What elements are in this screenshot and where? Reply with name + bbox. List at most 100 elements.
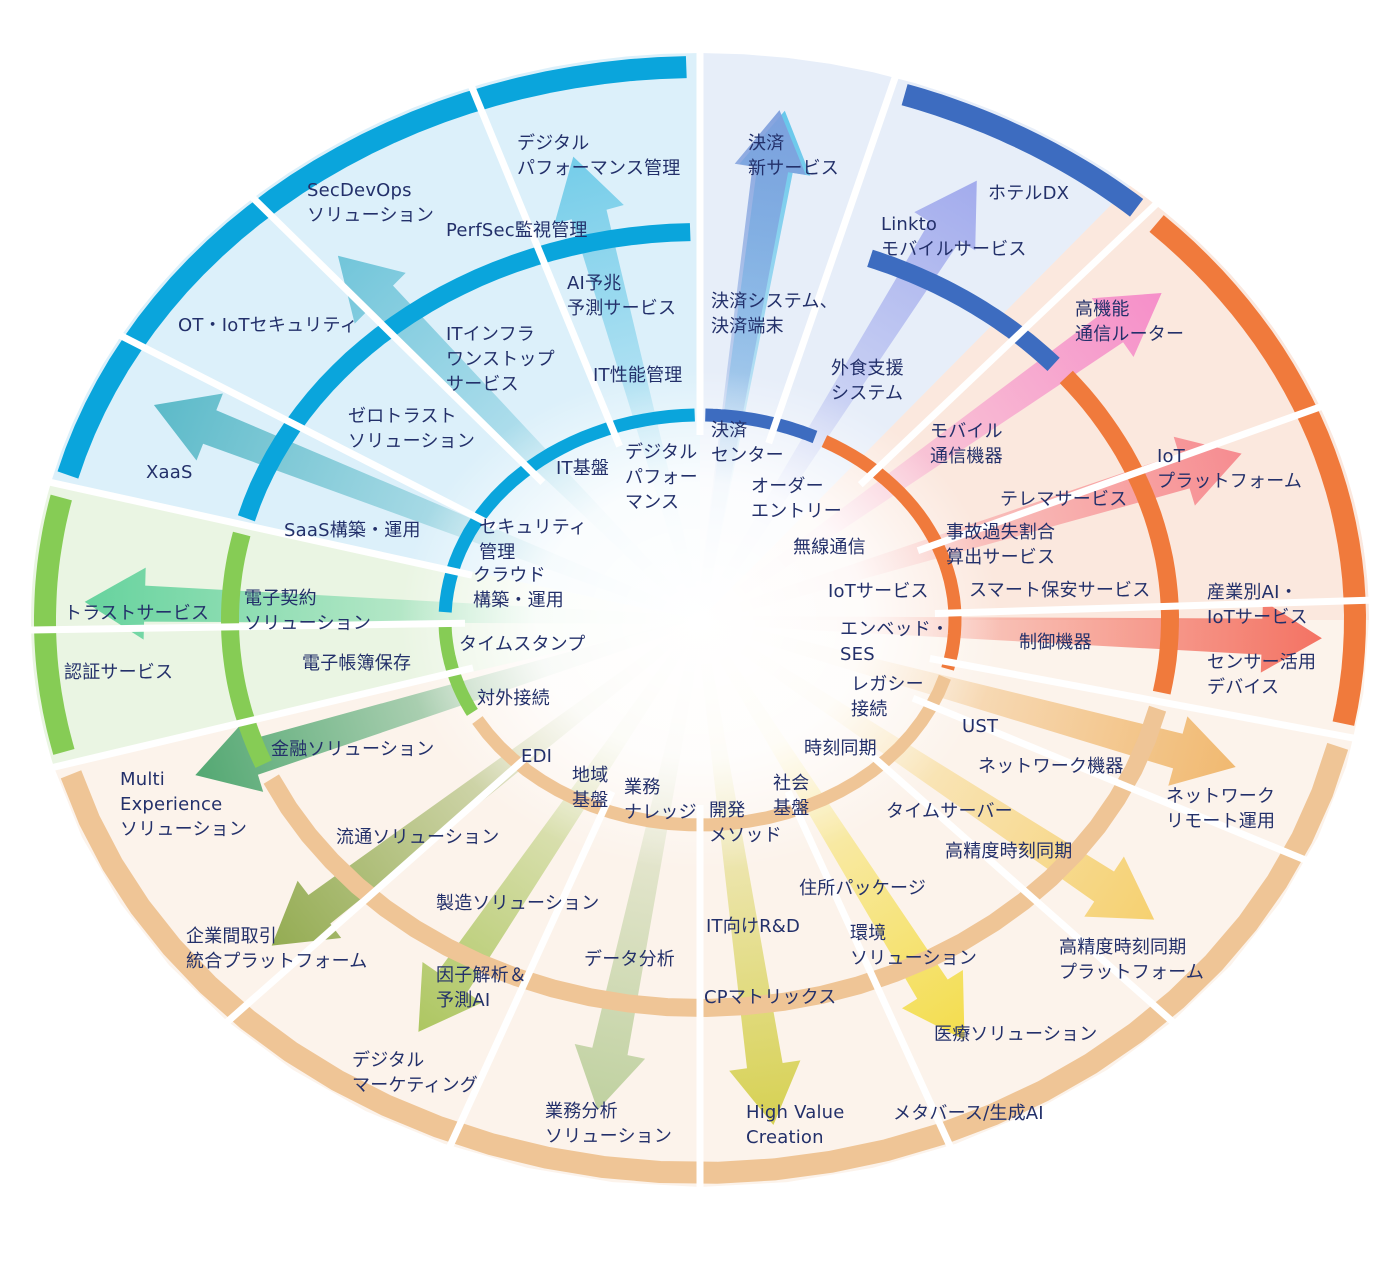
label-iot-service: IoTサービス [828, 581, 929, 602]
separator-4 [934, 596, 1385, 617]
label-seizo: 製造ソリューション [436, 893, 600, 914]
sector-separators [15, 37, 1385, 1203]
label-network-kiki: ネットワーク機器 [978, 756, 1124, 777]
label-ryutsu: 流通ソリューション [336, 827, 500, 848]
label-koseido-platform: 高精度時刻同期 プラットフォーム [1059, 937, 1205, 983]
ring-1-arc-navy [705, 408, 818, 444]
label-secdevops: SecDevOps ソリューション [307, 180, 435, 226]
label-trust-service: トラストサービス [64, 603, 210, 624]
ring-1-arc-blue [438, 408, 695, 613]
label-smart-hoan: スマート保安サービス [969, 580, 1151, 601]
label-kankyo: 環境 ソリューション [850, 923, 978, 969]
separator-7 [863, 748, 1187, 1035]
label-security-kanri: セキュリティ 管理 [479, 517, 588, 563]
label-koseido-doki: 高精度時刻同期 [945, 841, 1073, 862]
label-taigai-setsuzoku: 対外接続 [477, 688, 550, 709]
ring-1-arc-green [438, 620, 478, 716]
label-linkto: Linkto モバイルサービス [881, 214, 1027, 260]
label-network-remote: ネットワーク リモート運用 [1166, 786, 1276, 832]
label-metaverse: メタバース/生成AI [893, 1103, 1044, 1124]
label-ai-yocho: AI予兆 予測サービス [567, 273, 677, 319]
ring-1-arc-orange [821, 435, 962, 671]
separator-8 [784, 790, 960, 1162]
ring-2-arc-navy [867, 249, 1060, 372]
label-time-server: タイムサーバー [886, 801, 1013, 822]
label-it-rd: IT向けR&D [706, 916, 801, 937]
label-ot-iot-security: OT・IoTセキュリティ [178, 315, 358, 336]
label-timestamp: タイムスタンプ [459, 634, 586, 655]
label-shakai-kiban: 社会 基盤 [773, 773, 810, 819]
ring-1-arc-peach [472, 674, 951, 832]
label-xaas: XaaS [146, 462, 193, 483]
separator-2 [857, 191, 1170, 488]
label-jiko-kashitsu: 事故過失割合 算出サービス [946, 522, 1056, 568]
label-ust: UST [962, 716, 999, 737]
label-embedded: エンベッド・ SES [840, 619, 950, 665]
label-kigyokan: 企業間取引 統合プラットフォーム [186, 926, 368, 972]
label-data-bunseki: データ分析 [584, 949, 675, 970]
label-cp-matrix: CPマトリックス [704, 987, 837, 1008]
label-musen: 無線通信 [793, 537, 866, 558]
label-denshi-chobo: 電子帳簿保存 [302, 653, 412, 674]
center-highlight [400, 370, 1000, 870]
label-iryo: 医療ソリューション [934, 1024, 1098, 1045]
label-legacy: レガシー 接続 [851, 674, 924, 720]
label-kinyu: 金融ソリューション [271, 739, 435, 760]
label-inshi-kaiseki: 因子解析＆ 予測AI [436, 965, 527, 1011]
label-zero-trust: ゼロトラスト ソリューション [348, 406, 476, 452]
separator-10 [440, 790, 616, 1162]
label-jikoku-doki: 時刻同期 [804, 738, 877, 759]
label-jusho-package: 住所パッケージ [799, 878, 927, 899]
label-iot-platform: IoT プラットフォーム [1157, 446, 1303, 492]
separator-1 [765, 61, 904, 445]
label-order-entry: オーダー エントリー [751, 476, 842, 522]
label-denshi-keiyaku: 電子契約 ソリューション [244, 588, 372, 634]
ring-2-arc-green [220, 531, 272, 768]
label-kessai-center: 決済 センター [711, 420, 784, 466]
separator-13 [15, 619, 466, 634]
label-perfsec: PerfSec監視管理 [446, 220, 588, 241]
ring-2-arc-blue [237, 223, 691, 522]
ring-3-arc-green [34, 494, 75, 755]
ring-2-arc-peach [263, 705, 1167, 1018]
label-gaishoku: 外食支援 システム [831, 358, 904, 404]
ring-3-arc-peach [60, 742, 1349, 1184]
separator-14 [34, 475, 473, 579]
label-koukinou-router: 高機能 通信ルーター [1075, 299, 1185, 345]
label-kaihatsu-method: 開発 メソッド [709, 800, 782, 846]
label-high-value: High Value Creation [746, 1102, 845, 1148]
label-digital-perf-kanri: デジタル パフォーマンス管理 [517, 133, 681, 179]
label-digital-performance: デジタル パフォー マンス [625, 442, 698, 513]
label-hotel-dx: ホテルDX [988, 183, 1070, 204]
label-chiiki-kiban: 地域 基盤 [572, 765, 609, 811]
label-it-infra: ITインフラ ワンストップ サービス [446, 324, 555, 395]
label-saas: SaaS構築・運用 [284, 520, 421, 541]
label-sangyo-ai: 産業別AI・ IoTサービス [1207, 582, 1308, 628]
separator-17 [462, 70, 623, 448]
label-digital-marketing: デジタル マーケティング [352, 1050, 478, 1096]
separator-16 [239, 184, 546, 485]
label-kessai-shin: 決済 新サービス [748, 133, 839, 179]
label-sensor: センサー活用 デバイス [1207, 652, 1317, 698]
label-gyomu-bunseki: 業務分析 ソリューション [545, 1101, 673, 1147]
label-ninsho: 認証サービス [64, 662, 174, 683]
ring-3-arc-orange [1149, 215, 1367, 726]
label-it-seino: IT性能管理 [593, 365, 683, 386]
label-it-kiban: IT基盤 [556, 458, 610, 479]
ring-2-arc-orange [1059, 370, 1180, 695]
ring-3-arc-blue [57, 56, 687, 479]
label-telema: テレマサービス [1000, 489, 1128, 510]
label-edi: EDI [521, 746, 553, 767]
label-gyomu-knowledge: 業務 ナレッジ [624, 777, 697, 823]
label-multi-experience: Multi Experience ソリューション [120, 769, 248, 840]
label-cloud: クラウド 構築・運用 [473, 565, 564, 611]
separator-3 [916, 398, 1337, 554]
separator-6 [911, 694, 1323, 870]
label-kessai-system: 決済システム、 決済端末 [711, 291, 838, 337]
label-seigyo-kiki: 制御機器 [1019, 632, 1092, 653]
label-mobile-tsushin: モバイル 通信機器 [930, 421, 1003, 467]
ring-arcs [34, 56, 1367, 1184]
separator-15 [105, 325, 499, 531]
ring-3-arc-navy [901, 84, 1144, 217]
